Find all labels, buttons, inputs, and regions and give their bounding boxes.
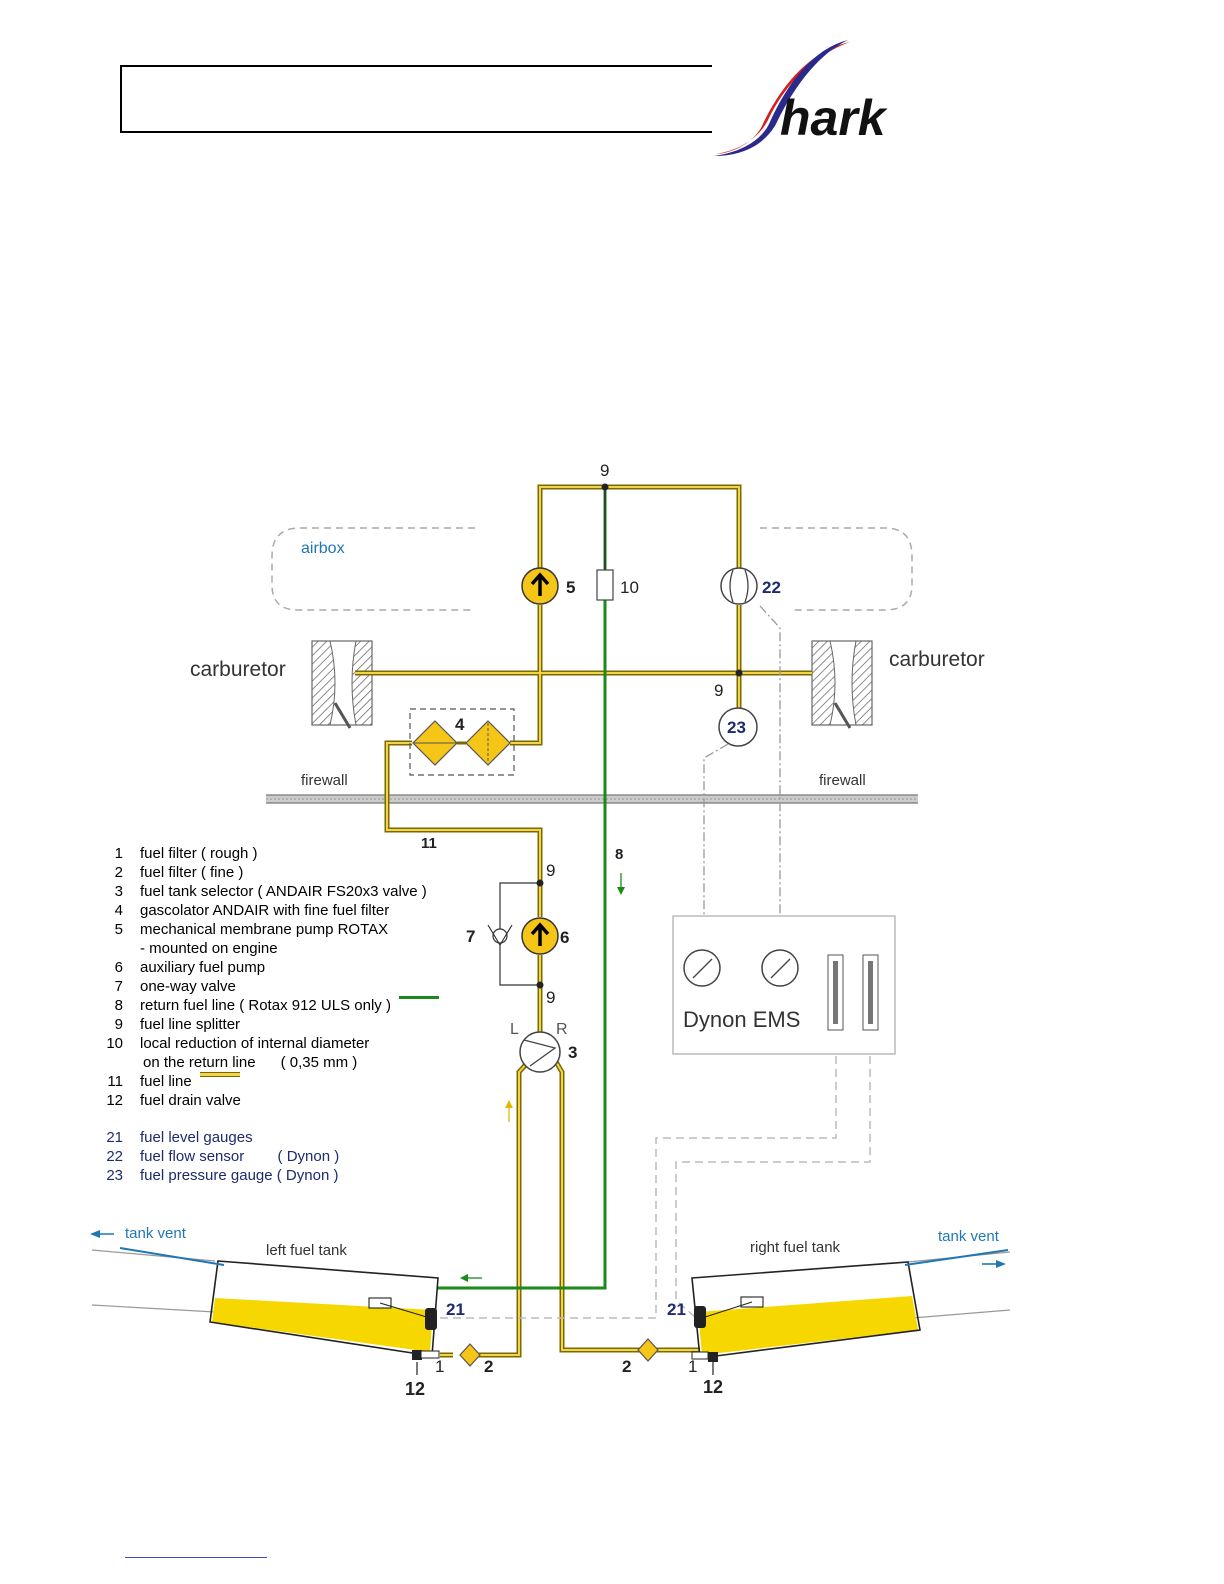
- ems-pressure-dial: [683, 949, 721, 987]
- flow-arrow-tank: [460, 1274, 482, 1282]
- callout-9-top: 9: [600, 461, 609, 480]
- tank-vent-right-label: tank vent: [938, 1228, 1000, 1245]
- callout-9-b: 9: [546, 988, 555, 1007]
- firewall-right-label: firewall: [819, 772, 866, 789]
- legend-item: - mounted on engine: [140, 940, 278, 957]
- left-fuel-tank: [209, 1260, 440, 1360]
- selector-label-r: R: [556, 1021, 568, 1038]
- selector-label-l: L: [510, 1021, 519, 1038]
- level-gauge-wires: [428, 1030, 871, 1319]
- restriction-10: [596, 569, 614, 601]
- callout-9-a: 9: [546, 861, 555, 880]
- return-line-swatch: [398, 996, 439, 999]
- tank-vent-left-label: tank vent: [125, 1225, 187, 1242]
- callout-8: 8: [615, 846, 623, 863]
- callout-21-left: 21: [446, 1300, 465, 1319]
- callout-1-right: 1: [688, 1357, 697, 1376]
- callout-4: 4: [455, 715, 465, 734]
- callout-3: 3: [568, 1043, 577, 1062]
- aux-pump-6: [521, 917, 559, 955]
- header-title-box: [120, 65, 712, 133]
- callout-5: 5: [566, 578, 575, 597]
- callout-10: 10: [620, 578, 639, 597]
- ems-flow-dial: [761, 949, 799, 987]
- gascolator-4: [409, 708, 515, 776]
- carburetor-left: [311, 640, 373, 729]
- ems-level-bar-left: [827, 954, 844, 1031]
- callout-21-right: 21: [667, 1300, 686, 1319]
- callout-12-right: 12: [703, 1377, 723, 1397]
- ems-label: Dynon EMS: [683, 1007, 800, 1032]
- callout-12-left: 12: [405, 1379, 425, 1399]
- sensor-wires: [703, 605, 781, 946]
- shark-logo: hark: [714, 40, 888, 156]
- legend-item: on the return line ( 0,35 mm ): [143, 1054, 358, 1071]
- footer-link-underline: [125, 1557, 267, 1558]
- callout-6: 6: [560, 928, 569, 947]
- left-wing: [91, 1249, 216, 1313]
- firewall-left-label: firewall: [301, 772, 348, 789]
- carburetor-right: [811, 640, 873, 729]
- callout-11: 11: [421, 835, 437, 852]
- fuel-pressure-sensor-23: [718, 707, 758, 747]
- tank-vent-right: [904, 1249, 1009, 1268]
- dynon-ems-panel: [672, 915, 896, 1055]
- carburetor-right-label: carburetor: [889, 648, 985, 671]
- callout-2-right: 2: [622, 1357, 631, 1376]
- flow-arrow-return: [617, 873, 625, 895]
- callout-23: 23: [727, 718, 746, 737]
- callout-2-left: 2: [484, 1357, 493, 1376]
- right-tank-label: right fuel tank: [750, 1239, 841, 1256]
- callout-9-mid: 9: [714, 681, 723, 700]
- airbox-outline-right: [760, 527, 913, 611]
- one-way-valve-7: [487, 924, 513, 947]
- fuel-flow-sensor-22: [720, 567, 758, 605]
- fuel-line-swatch: [199, 1072, 240, 1077]
- fuel-selector-3: [519, 1031, 561, 1073]
- airbox-label: airbox: [301, 540, 345, 557]
- fine-filter-2-right: [637, 1338, 659, 1362]
- flow-arrow-fuel: [505, 1100, 513, 1122]
- carburetor-left-label: carburetor: [190, 658, 286, 681]
- right-fuel-tank: [691, 1261, 921, 1362]
- fine-filter-2-left: [459, 1343, 481, 1367]
- ems-level-bar-right: [862, 954, 879, 1031]
- logo-text: hark: [780, 90, 888, 146]
- callout-22: 22: [762, 578, 781, 597]
- splitter-dots: [536, 483, 743, 989]
- airbox-outline: [271, 527, 475, 611]
- callout-7: 7: [466, 927, 475, 946]
- callout-1-left: 1: [435, 1357, 444, 1376]
- tank-vent-left: [90, 1230, 225, 1266]
- mechanical-pump-5: [521, 567, 559, 605]
- firewall: [266, 794, 918, 804]
- left-tank-label: left fuel tank: [266, 1242, 347, 1259]
